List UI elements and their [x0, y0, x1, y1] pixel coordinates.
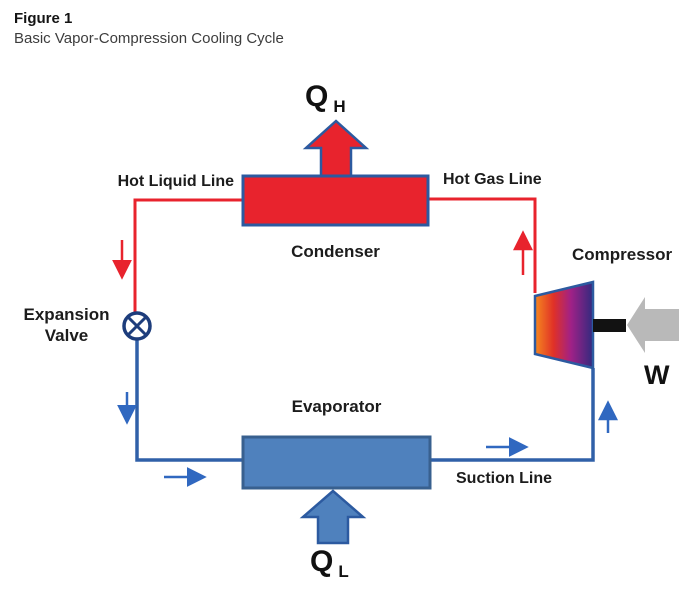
condenser-label: Condenser — [291, 242, 380, 261]
figure-label: Figure 1 — [14, 10, 73, 27]
compressor-shaft — [593, 319, 626, 332]
evaporator-block — [241, 435, 432, 490]
heat-in-arrow-icon — [299, 489, 367, 545]
q-h-subscript: H — [333, 97, 346, 116]
liquid-suction-pipe-left — [135, 339, 243, 462]
hot-gas-line-pipe — [428, 197, 537, 293]
q-l-symbol: Q — [310, 545, 334, 578]
hot-liquid-line-pipe — [133, 198, 243, 313]
hot-liquid-line-label: Hot Liquid Line — [117, 173, 234, 190]
suction-line-pipe — [430, 368, 595, 462]
expansion-valve-label: Expansion Valve — [10, 304, 123, 346]
expansion-valve-label-line2: Valve — [44, 326, 89, 345]
compressor-block — [533, 280, 595, 370]
expansion-valve-icon — [122, 311, 152, 341]
work-input-label: W — [644, 360, 670, 390]
expansion-valve-label-line1: Expansion — [23, 305, 110, 324]
q-l-subscript: L — [338, 562, 349, 581]
figure-caption: Basic Vapor-Compression Cooling Cycle — [14, 30, 284, 47]
heat-out-arrow-icon — [302, 119, 370, 179]
compressor-label: Compressor — [572, 245, 673, 264]
suction-line-label: Suction Line — [456, 470, 552, 487]
evaporator-label: Evaporator — [291, 397, 382, 416]
condenser-block — [241, 174, 430, 227]
q-h-symbol: Q — [305, 80, 329, 113]
hot-gas-line-label: Hot Gas Line — [443, 171, 542, 188]
work-input-arrow-icon — [627, 297, 679, 353]
